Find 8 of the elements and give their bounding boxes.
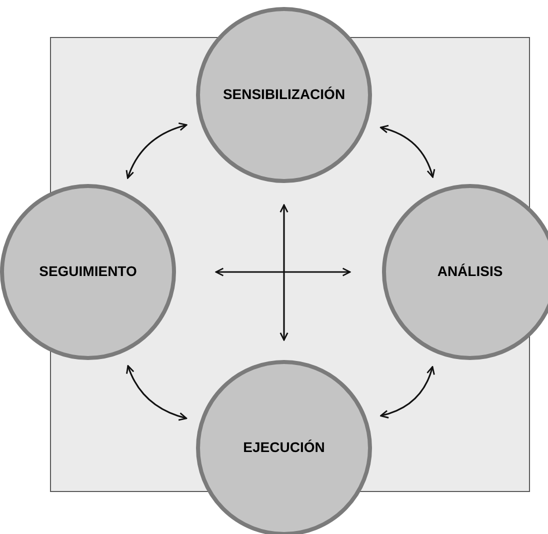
stage-label: EJECUCIÓN [243,439,325,457]
stage-label: ANÁLISIS [437,263,503,281]
curved-arrow [380,125,435,178]
curved-arrow [126,122,188,179]
curved-arrow [380,366,435,418]
stage-label: SEGUIMIENTO [39,263,137,281]
stage-label: SENSIBILIZACIÓN [222,86,346,104]
curved-arrow [126,365,188,421]
